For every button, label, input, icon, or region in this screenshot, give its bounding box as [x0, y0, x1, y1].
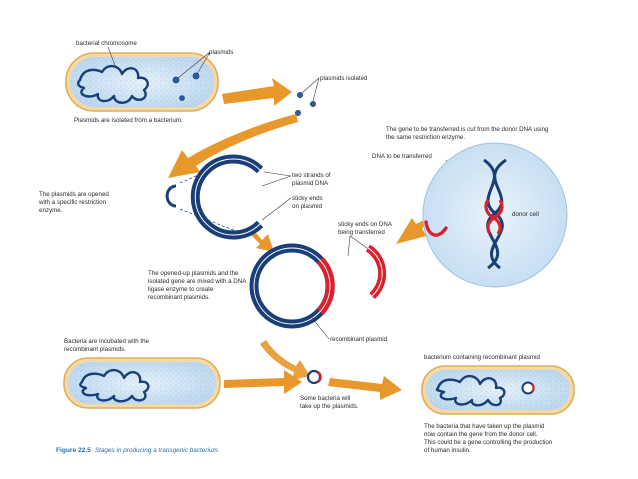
label-two-strands-2: plasmid DNA	[292, 180, 329, 187]
leader-sticky-dna	[347, 235, 371, 257]
bacterial-chromosome	[77, 64, 149, 104]
figure-number: Figure 22.5	[56, 447, 91, 454]
plasmid	[192, 72, 200, 80]
label-mixed-3: ligase enzyme to create	[148, 286, 214, 293]
label-dna-to-transfer: DNA to be transferred	[372, 153, 432, 160]
label-plasmids-opened-1: The plasmids are opened	[39, 191, 109, 198]
dna-fragment	[365, 244, 387, 299]
orange-arrow-icon	[168, 114, 298, 178]
label-sticky-plasmid-2: on plasmid	[292, 203, 322, 210]
isolated-plasmids	[295, 92, 316, 116]
leader-two-strands	[261, 171, 292, 187]
label-final-1: The bacteria that have taken up the plas…	[424, 423, 545, 430]
label-incubated-1: Bacteria are incubated with the	[64, 338, 150, 345]
bacterium-host	[63, 357, 221, 409]
label-plasmids-isolated-from: Plasmids are isolated from a bacterium.	[74, 117, 183, 124]
recombinant-plasmid-large	[249, 243, 335, 329]
orange-arrow-icon	[328, 376, 402, 400]
label-some-bacteria-2: take up the plasmids.	[300, 403, 359, 410]
bacterium-source	[65, 52, 219, 112]
label-plasmids-opened-2: with a specific restriction	[38, 199, 107, 206]
label-sticky-dna-1: sticky ends on DNA	[338, 221, 393, 228]
leader-sticky-plasmid	[261, 197, 292, 221]
label-some-bacteria-1: Some bacteria will	[300, 395, 350, 402]
label-gene-cut-1: The gene to be transferred is cut from t…	[386, 126, 549, 133]
label-plasmids: plasmids	[209, 49, 233, 56]
orange-arrow-icon	[224, 370, 302, 394]
label-mixed-1: The opened-up plasmids and the	[148, 270, 239, 277]
label-gene-cut-2: the same restriction enzyme.	[386, 134, 465, 141]
label-mixed-2: isolated gene are mixed with a DNA	[148, 278, 247, 285]
plasmid	[172, 76, 180, 84]
orange-arrow-icon	[260, 340, 310, 380]
transgenic-bacterium	[421, 365, 575, 415]
label-incubated-2: recombinant plasmids.	[64, 346, 126, 353]
leader-plasmids	[177, 51, 211, 79]
leader-chromosome	[107, 46, 117, 69]
leader-recombinant	[311, 317, 330, 340]
donor-cell	[422, 142, 568, 288]
plasmid	[179, 95, 185, 101]
label-bacterial-chromosome: bacterial chromosome	[76, 40, 137, 47]
label-plasmids-opened-3: enzyme.	[39, 207, 63, 214]
recombinant-plasmid-small	[306, 369, 322, 385]
label-final-2: now contain the gene from the donor cell…	[424, 431, 538, 438]
label-donor-cell: donor cell	[512, 211, 539, 218]
label-final-3: This could be a gene controlling the pro…	[424, 439, 553, 446]
label-recombinant-plasmid: recombinant plasmid	[330, 336, 388, 343]
label-mixed-4: recombinant plasmids.	[148, 294, 210, 301]
figure-caption-text: Stages in producing a transgenic bacteri…	[95, 447, 220, 454]
label-plasmids-isolated: plasmids isolated	[320, 75, 368, 82]
small-open-plasmid	[165, 184, 177, 208]
label-sticky-dna-2: being transferred	[338, 229, 385, 236]
orange-arrow-icon	[222, 78, 292, 106]
label-two-strands-1: two strands of	[292, 172, 331, 179]
label-bacterium-containing: bacterium containing recombinant plasmid	[424, 354, 540, 361]
opened-plasmid	[190, 154, 264, 240]
label-final-4: of human insulin.	[424, 447, 471, 454]
figure-caption: Figure 22.5 Stages in producing a transge…	[56, 447, 220, 454]
label-sticky-plasmid-1: sticky ends	[292, 195, 323, 202]
excised-gene	[424, 220, 448, 237]
leader-plasmids-isolated	[301, 77, 320, 102]
